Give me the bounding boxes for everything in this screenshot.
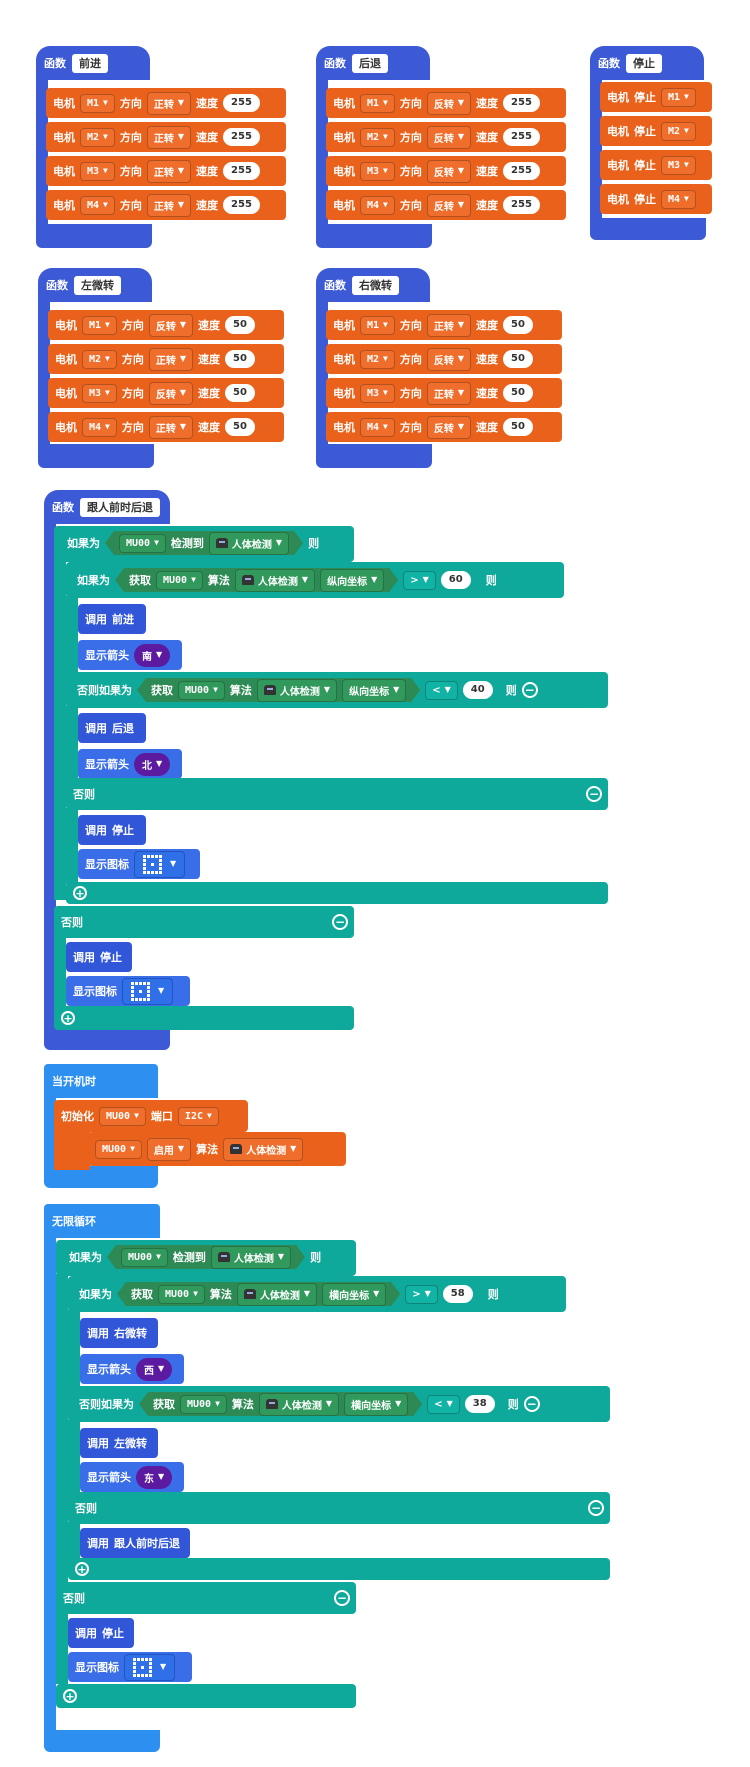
plus-icon[interactable]: + — [61, 1011, 75, 1025]
matrix-icon — [143, 854, 162, 874]
call-block[interactable]: 调用停止 — [66, 942, 132, 972]
show-arrow-block[interactable]: 显示箭头南▼ — [78, 640, 182, 670]
else-row[interactable]: 否则− — [66, 778, 608, 810]
detect-condition[interactable]: MU00▼检测到人体检测▼ — [105, 531, 303, 555]
function-header[interactable]: 函数前进 — [36, 46, 150, 80]
minus-icon[interactable]: − — [523, 1396, 540, 1412]
if-detect-row[interactable]: 如果为 MU00▼检测到人体检测▼ 则 — [62, 1242, 352, 1272]
else-row[interactable]: 否则− — [56, 1582, 356, 1614]
compare-value[interactable]: 60 — [440, 571, 471, 589]
call-block[interactable]: 调用后退 — [78, 713, 146, 743]
enable-block[interactable]: MU00▼ 启用▼ 算法 人体检测▼ — [88, 1132, 346, 1166]
else-row[interactable]: 否则− — [54, 906, 354, 938]
speed-input[interactable]: 255 — [223, 94, 260, 112]
call-block[interactable]: 调用停止 — [68, 1618, 134, 1648]
call-block[interactable]: 调用右微转 — [80, 1318, 158, 1348]
human-detect-icon — [266, 1399, 278, 1409]
human-detect-icon — [230, 1144, 243, 1154]
show-arrow-block[interactable]: 显示箭头东▼ — [80, 1462, 184, 1492]
function-follow-header[interactable]: 函数跟人前时后退 — [44, 490, 170, 524]
minus-icon[interactable]: − — [586, 786, 602, 802]
show-arrow-block[interactable]: 显示箭头北▼ — [78, 749, 182, 779]
human-detect-icon — [244, 1289, 256, 1299]
human-detect-icon — [264, 685, 276, 695]
plus-icon[interactable]: + — [63, 1689, 77, 1703]
minus-icon[interactable]: − — [334, 1590, 350, 1606]
direction-dropdown[interactable]: 正转▼ — [146, 91, 192, 115]
minus-icon[interactable]: − — [588, 1500, 604, 1516]
plus-icon[interactable]: + — [73, 886, 87, 900]
show-icon-block[interactable]: 显示图标▼ — [78, 849, 200, 879]
show-arrow-block[interactable]: 显示箭头西▼ — [80, 1354, 184, 1384]
show-icon-block[interactable]: 显示图标▼ — [68, 1652, 192, 1682]
init-block[interactable]: 初始化 MU00▼ 端口 I2C▼ — [54, 1100, 248, 1132]
human-detect-icon — [216, 538, 228, 548]
call-block[interactable]: 调用左微转 — [80, 1428, 158, 1458]
motor-dropdown[interactable]: M1▼ — [80, 93, 115, 113]
else-row[interactable]: 否则− — [68, 1492, 610, 1524]
function-name-field[interactable]: 前进 — [72, 53, 108, 73]
matrix-icon — [131, 981, 150, 1001]
plus-icon[interactable]: + — [75, 1562, 89, 1576]
compare-op[interactable]: >▼ — [403, 570, 436, 590]
matrix-icon — [133, 1657, 152, 1677]
call-block[interactable]: 调用前进 — [78, 604, 146, 634]
minus-icon[interactable]: − — [332, 914, 348, 930]
minus-icon[interactable]: − — [521, 682, 538, 698]
show-icon-block[interactable]: 显示图标▼ — [66, 976, 190, 1006]
loop-header[interactable]: 无限循环 — [44, 1204, 160, 1238]
call-block[interactable]: 调用停止 — [78, 815, 146, 845]
call-block[interactable]: 调用跟人前时后退 — [80, 1528, 190, 1558]
startup-header[interactable]: 当开机时 — [44, 1064, 158, 1098]
human-detect-icon — [218, 1252, 230, 1262]
if-detect-row[interactable]: 如果为 MU00▼检测到人体检测▼ 则 — [60, 528, 350, 558]
human-detect-icon — [242, 575, 254, 585]
